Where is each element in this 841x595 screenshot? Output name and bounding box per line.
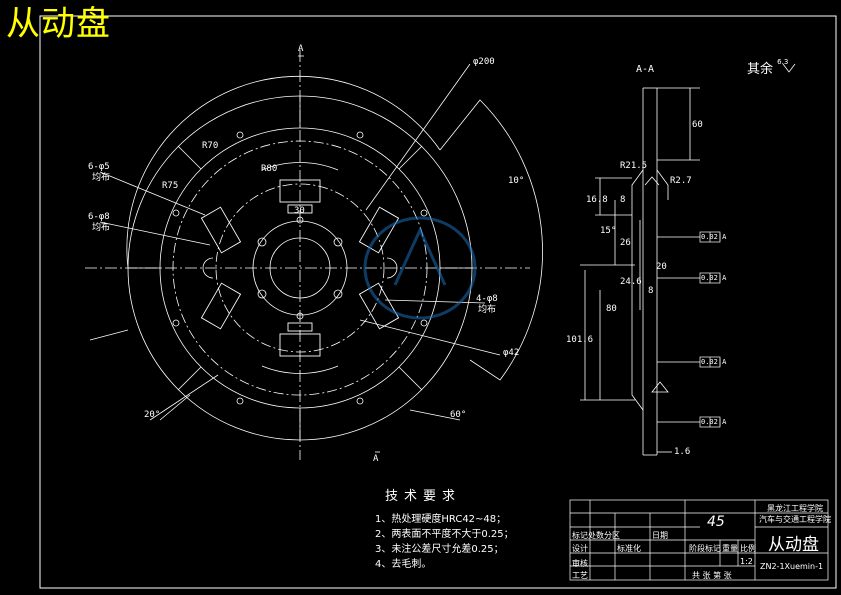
- sec-dim-9: 20: [656, 262, 667, 272]
- tech-item: 3、未注公差尺寸允差0.25；: [375, 544, 504, 555]
- sec-dim-2: R21.5: [620, 161, 648, 171]
- school-line-2: 汽车与交通工程学院: [759, 515, 831, 524]
- school-line-1: 黑龙江工程学院: [767, 504, 823, 513]
- holes-note-3: 均布: [478, 305, 497, 315]
- tech-item: 1、热处理硬度HRC42~48；: [375, 514, 507, 525]
- holes-note-2: 均布: [92, 223, 111, 233]
- tol-frame-1: 0.02|A: [701, 233, 727, 241]
- section-marker-bottom: A: [373, 454, 379, 464]
- bore-circle: [269, 237, 331, 299]
- slot-edge-b: [159, 394, 191, 421]
- dim-ang20: 20°: [144, 410, 161, 420]
- arc-top: [261, 162, 339, 171]
- tolerance-frames: [699, 231, 721, 428]
- hub-circle: [252, 220, 348, 316]
- surface-mark: [782, 63, 796, 73]
- col-weight: 重量: [722, 544, 738, 553]
- sec-dim-4: 16.8: [586, 195, 608, 205]
- tech-item: 2、两表面不平度不大于0.25；: [375, 529, 514, 540]
- outer-cutout: [439, 99, 543, 381]
- drawing-title: 从动盘: [6, 4, 111, 44]
- dim-ang10: 10°: [508, 176, 525, 186]
- drawing-number: ZN2-1Xuemin-1: [760, 562, 824, 571]
- scale: 1:2: [740, 557, 753, 566]
- dim-holes-2: 6-φ8: [88, 212, 110, 222]
- datum-triangle: [651, 381, 669, 393]
- tol-frame-4: 0.02|A: [701, 418, 727, 426]
- sec-dim-8: 24.6: [620, 277, 642, 287]
- dim-holes-3: 4-φ8: [476, 294, 498, 304]
- tol-frame-2: 0.02|A: [701, 274, 727, 282]
- leader-bottom-right: [409, 409, 461, 421]
- spring-circle: [215, 183, 385, 353]
- bolt-circle: [172, 140, 428, 396]
- sec-dim-10: 8: [648, 286, 654, 296]
- watermark-logo: [363, 216, 477, 320]
- col-stage: 阶段标记: [689, 544, 721, 553]
- sec-dim-6: 15°: [600, 226, 617, 236]
- dim-r70: R70: [202, 141, 219, 151]
- slot-edge-a: [89, 329, 129, 341]
- section-title: A-A: [636, 64, 655, 75]
- row-check: 审核: [572, 559, 588, 568]
- dim-phi42: φ42: [503, 348, 520, 358]
- col-scale: 比例: [740, 544, 756, 553]
- row-marks: 标记处数分区: [572, 531, 620, 540]
- tech-requirements-list: 1、热处理硬度HRC42~48； 2、两表面不平度不大于0.25； 3、未注公差…: [375, 512, 514, 572]
- material: 45: [707, 514, 725, 530]
- row-process: 工艺: [572, 571, 588, 580]
- rivet-right: [386, 257, 398, 279]
- small-holes: [172, 131, 428, 405]
- dim-r75: R75: [162, 181, 179, 191]
- section-hub-left: [631, 169, 644, 411]
- dim-w30: 30: [294, 206, 305, 216]
- outer-arc: [126, 75, 441, 269]
- drawing-frame: [39, 15, 837, 589]
- section-hub-right: [656, 169, 669, 200]
- sheet-info: 共 张 第 张: [692, 571, 732, 580]
- dim-r80: R80: [261, 164, 278, 174]
- part-name: 从动盘: [768, 535, 819, 555]
- title-block-lines: [569, 499, 829, 581]
- tech-item: 4、去毛刺。: [375, 559, 432, 570]
- disc-front-view: [85, 50, 543, 460]
- leader-bottom-left: [149, 374, 219, 421]
- dim-ang60: 60°: [450, 410, 467, 420]
- tech-requirements-title: 技术要求: [385, 489, 462, 504]
- sec-dim-7: 26: [620, 238, 631, 248]
- leader-holes-3: [384, 299, 486, 304]
- sec-dim-13: 1.6: [674, 447, 691, 457]
- surface-rest-note: 其余 6.3: [747, 58, 789, 77]
- sec-dim-3: R2.7: [670, 176, 692, 186]
- radial-slots: [128, 96, 472, 440]
- leader-holes-2: [99, 221, 211, 246]
- sec-dim-12: 101.6: [566, 335, 594, 345]
- row-date: 日期: [652, 531, 668, 540]
- row-design: 设计: [572, 544, 588, 553]
- leader-holes-1: [99, 171, 206, 216]
- section-view: [580, 63, 796, 456]
- dim-phi-outer: φ200: [473, 57, 495, 67]
- holes-note-1: 均布: [92, 173, 111, 183]
- arc-bottom: [261, 365, 339, 374]
- section-marker-top: A: [298, 44, 304, 54]
- chamfer-mark: [644, 176, 660, 186]
- dim-holes-1: 6-φ5: [88, 162, 110, 172]
- sec-dim-11: 80: [606, 304, 617, 314]
- sec-dim-1: 60: [692, 120, 703, 130]
- leader-phi200: [365, 63, 471, 211]
- row-std: 标准化: [617, 544, 641, 553]
- leader-phi42: [359, 319, 501, 356]
- rivet-left: [202, 257, 214, 279]
- tol-frame-3: 0.02|A: [701, 358, 727, 366]
- sec-dim-5: 8: [620, 195, 626, 205]
